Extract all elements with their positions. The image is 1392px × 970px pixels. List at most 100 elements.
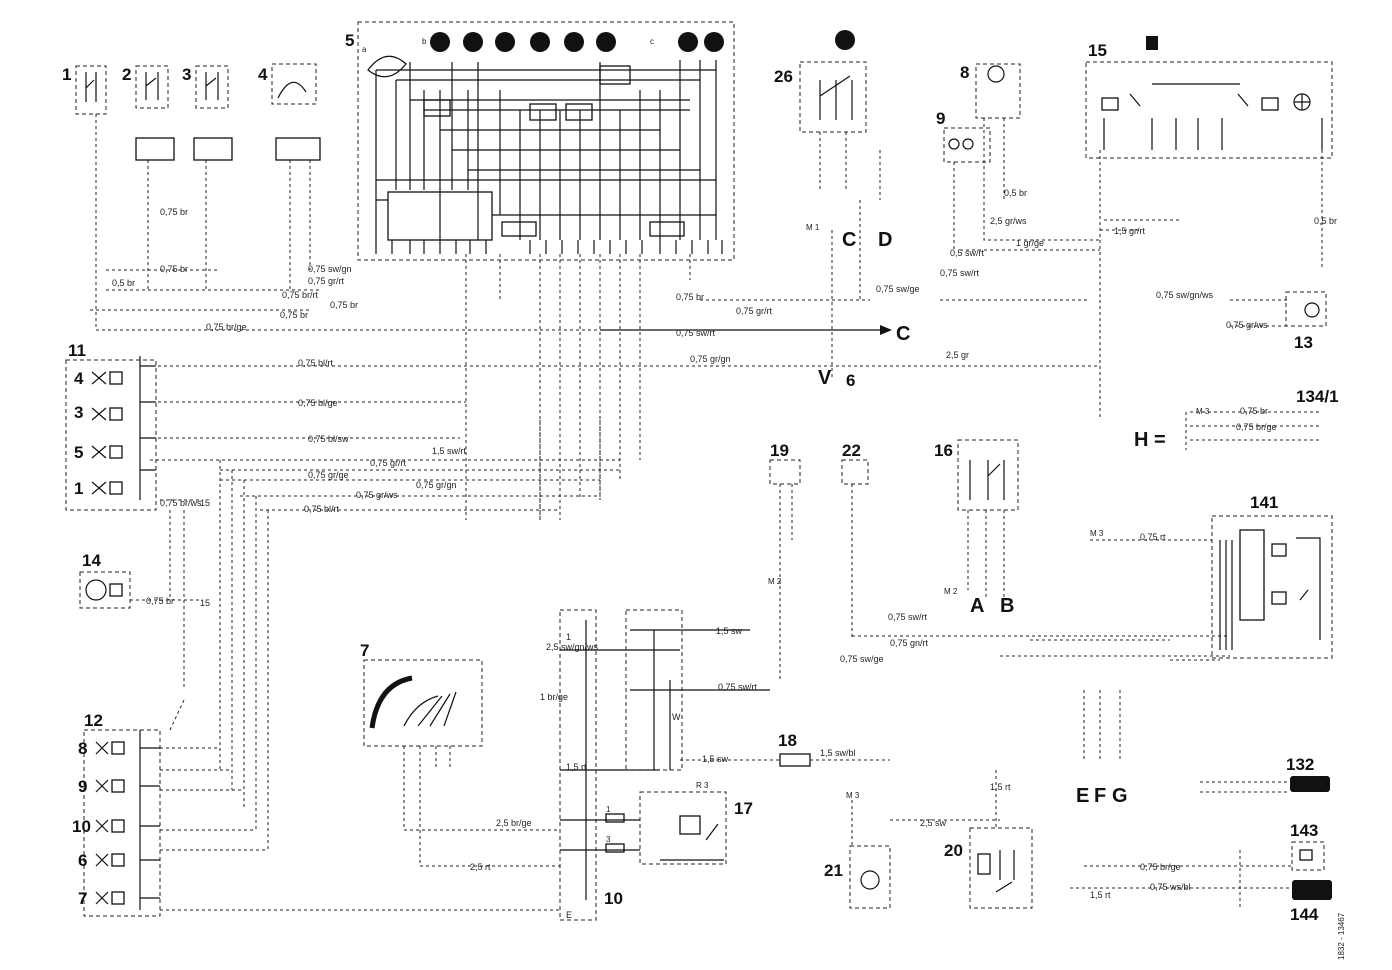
wire-label-44: 0,75 rt [1140,532,1166,542]
component-13-box [1285,291,1327,327]
lamp-15-cross [1294,94,1310,110]
switch-group-wires [95,114,311,330]
component-26-contacts [819,75,853,120]
connector-C-label: C [842,229,856,251]
wire-label-04: 0,75 gr/rt [308,276,345,286]
connector-C-arrow-label: C [896,323,910,345]
label-M1: M 1 [806,223,820,232]
wire-label-50: 0,75 gn/rt [890,638,929,648]
component-14-ref: 15 [200,598,210,608]
component-143-144-wires [1070,850,1292,910]
cluster-5-relay-3 [565,103,593,121]
wire-label-49: 0,75 sw/rt [940,268,980,278]
switch-1-box [75,65,107,115]
wire-label-30: 0,75 br [280,310,308,320]
group-11-wiring [139,356,156,500]
component-21-label: 21 [824,861,843,880]
wire-label-35: 1,5 sw [702,754,729,764]
cluster-5-diode-2 [649,221,685,237]
cluster-5-relay-2 [529,103,557,121]
switch-1-contacts [85,72,97,102]
component-18-connector [779,753,811,767]
wire-label-42b: 0,75 br/ge [1140,862,1181,872]
wire-label-17: 0,75 gr/ge [308,470,349,480]
group-12-coil-2 [111,819,125,833]
component-141-box [1211,515,1333,659]
component-6-label: 6 [846,371,855,390]
wire-label-52: 2,5 sw/gn/ws [546,642,599,652]
wire-label-20: 0,75 br [160,264,188,274]
wire-label-31: 0,75 br [146,596,174,606]
component-3-label: 3 [182,65,191,84]
component-143-label: 143 [1290,821,1318,840]
component-132-wires [1200,781,1290,793]
wire-label-54: 0,75 sw/ge [876,284,920,294]
component-141-module [1239,529,1265,621]
wire-label-16: 0,75 gr/rt [370,458,407,468]
wire-label-53: 1 br/ge [540,692,568,702]
component-14-box [79,571,131,609]
component-11-label: 11 [68,341,86,360]
component-18-20-21: 18 1,5 sw/bl 21 M 3 2,5 sw 20 1,5 rt [680,731,1033,909]
group-12-coil-0 [111,741,125,755]
component-143-coil [1299,849,1313,861]
label-R3: R 3 [696,781,709,790]
wire-label-13: 0,75 bl/rt [298,358,334,368]
component-8-label: 8 [960,63,969,82]
misc-links [539,200,1290,657]
wire-label-34: 0,75 bl/rt [304,504,340,514]
group-12-item-0: 8 [78,739,87,758]
label-M3-a: M 3 [1196,407,1210,416]
warning-lamp-1-icon [430,32,450,52]
component-141-relay-2 [1271,591,1287,605]
wire-label-47: 0,5 sw/rt [950,248,985,258]
cluster-5-relay-1 [423,99,451,117]
component-26: 26 C D M 1 0,75 sw/ge V 6 [774,30,920,390]
component-141: 141 M 3 0,75 rt [1090,493,1333,661]
label-W: W [672,712,681,722]
switch-3-contacts [205,72,219,100]
component-19-22-16: 19 M 2 22 0,75 sw/rt 0,75 sw/ge 0,75 gn/… [768,439,1230,680]
arrow-right-icon [880,325,892,335]
component-4-label: 4 [258,65,268,84]
wire-label-05: 0,75 br/rt [282,290,319,300]
connectors-EFG: E F G [1076,690,1128,807]
wire-label-19: 0,75 gr/ws [356,490,398,500]
wire-label-15: 0,75 bl/sw [308,434,349,444]
group-11-item-2: 5 [74,443,83,462]
group-12-item-2: 10 [72,817,91,836]
selector-arc-icon [369,675,413,729]
component-5c-label: c [650,37,654,46]
group-12-item-1: 9 [78,777,87,796]
wire-label-33: 0,75 sw/rt [888,612,928,622]
wire-label-45: 1,5 rt [990,782,1011,792]
group-12-item-4: 7 [78,889,87,908]
wire-label-15b: 15 [200,498,210,508]
lamp-26-icon [835,30,855,50]
component-26-box [799,61,867,133]
wire-label-23: 1 gr/ge [1016,238,1044,248]
component-15-coil-1 [1101,97,1119,111]
wire-label-07: 0,75 br/ge [206,322,247,332]
component-5b-label: b [422,37,427,46]
connector-V-label: V [818,367,832,389]
component-14-coil [109,583,123,597]
component-2-label: 2 [122,65,131,84]
wire-label-10: 0,75 gr/gn [690,354,731,364]
sensor-13-icon [1304,302,1320,318]
component-17-contacts [660,823,724,861]
warning-lamp-7-icon [678,32,698,52]
component-12-label: 12 [84,711,103,730]
wire-label-01: 0,75 br [160,207,188,217]
wire-label-51: 0,75 sw/rt [718,682,758,692]
component-16-box [957,439,1019,511]
component-141-label: 141 [1250,493,1278,512]
group-11-coil-0 [109,371,123,385]
group-12-coil-4 [111,891,125,905]
group-12: 12 8 9 10 6 7 [72,699,560,917]
component-132-icon [1290,776,1330,792]
group-11-item-1: 3 [74,403,83,422]
connector-3 [193,137,233,161]
wire-label-28: 0,75 br [676,292,704,302]
component-141-wiring [1219,537,1321,650]
